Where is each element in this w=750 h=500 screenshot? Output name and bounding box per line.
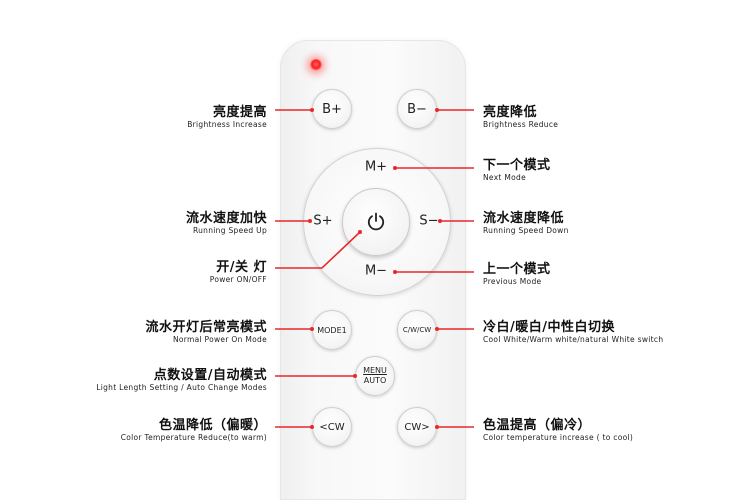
label-cn: 亮度提高 — [212, 105, 267, 120]
label-en: Running Speed Down — [483, 226, 569, 235]
label-en: Brightness Increase — [187, 120, 267, 129]
color-temp-cool-label: CW> — [404, 421, 430, 433]
power-button[interactable] — [342, 188, 410, 256]
next-mode-button[interactable]: M+ — [364, 159, 388, 175]
brightness-down-label: B− — [407, 101, 427, 117]
label-next-mode: 下一个模式 Next Mode — [483, 154, 551, 182]
line-power — [275, 231, 361, 269]
label-previous-mode: 上一个模式 Previous Mode — [483, 258, 551, 286]
label-running-speed-up: 流水速度加快 Running Speed Up — [186, 207, 267, 235]
label-cn: 色温降低（偏暖） — [158, 418, 267, 433]
label-en: Color temperature increase ( to cool) — [483, 433, 634, 442]
color-temp-warm-label: <CW — [319, 421, 345, 433]
label-en: Previous Mode — [483, 277, 542, 286]
label-color-temp-reduce: 色温降低（偏暖） Color Temperature Reduce(to war… — [121, 414, 267, 442]
label-cn: 色温提高（偏冷） — [483, 418, 592, 433]
label-en: Power ON/OFF — [209, 275, 267, 284]
label-color-switch: 冷白/暖白/中性白切换 Cool White/Warm white/natura… — [483, 316, 663, 344]
label-light-length: 点数设置/自动模式 Light Length Setting / Auto Ch… — [96, 364, 267, 392]
label-en: Color Temperature Reduce(to warm) — [120, 433, 267, 442]
menu-auto-button[interactable]: MENU AUTO — [355, 356, 395, 396]
label-cn: 流水开灯后常亮模式 — [145, 320, 267, 335]
callout-lines — [275, 108, 474, 429]
brightness-down-button[interactable]: B− — [397, 89, 437, 129]
auto-label: AUTO — [363, 376, 387, 385]
label-cn: 流水速度加快 — [185, 211, 267, 226]
label-cn: 下一个模式 — [483, 158, 551, 173]
brightness-up-label: B+ — [322, 101, 342, 117]
label-brightness-increase: 亮度提高 Brightness Increase — [187, 101, 267, 129]
mode1-label: MODE1 — [317, 325, 347, 335]
label-en: Light Length Setting / Auto Change Modes — [96, 383, 267, 392]
label-cn: 开/关 灯 — [216, 260, 267, 275]
color-temp-warm-button[interactable]: <CW — [312, 407, 352, 447]
color-switch-label: C/W/CW — [402, 326, 432, 334]
label-normal-power-on-mode: 流水开灯后常亮模式 Normal Power On Mode — [145, 316, 267, 344]
indicator-led — [310, 59, 322, 71]
label-cn: 流水速度降低 — [483, 211, 565, 226]
label-running-speed-down: 流水速度降低 Running Speed Down — [483, 207, 569, 235]
label-cn: 点数设置/自动模式 — [153, 368, 267, 383]
label-cn: 上一个模式 — [483, 262, 551, 277]
speed-up-button[interactable]: S+ — [313, 213, 333, 229]
label-en: Running Speed Up — [192, 226, 267, 235]
label-color-temp-increase: 色温提高（偏冷） Color temperature increase ( to… — [483, 414, 633, 442]
label-en: Cool White/Warm white/natural White swit… — [483, 335, 664, 344]
label-brightness-reduce: 亮度降低 Brightness Reduce — [483, 101, 558, 129]
previous-mode-button[interactable]: M− — [364, 263, 388, 279]
menu-label: MENU — [363, 366, 387, 375]
label-en: Brightness Reduce — [483, 120, 559, 129]
speed-down-button[interactable]: S− — [419, 213, 439, 229]
power-icon — [367, 212, 385, 231]
label-power: 开/关 灯 Power ON/OFF — [210, 256, 267, 284]
mode1-button[interactable]: MODE1 — [312, 310, 352, 350]
brightness-up-button[interactable]: B+ — [312, 89, 352, 129]
label-en: Next Mode — [483, 173, 526, 182]
label-cn: 冷白/暖白/中性白切换 — [483, 320, 615, 335]
color-switch-button[interactable]: C/W/CW — [397, 310, 437, 350]
label-en: Normal Power On Mode — [172, 335, 267, 344]
label-cn: 亮度降低 — [483, 105, 538, 120]
